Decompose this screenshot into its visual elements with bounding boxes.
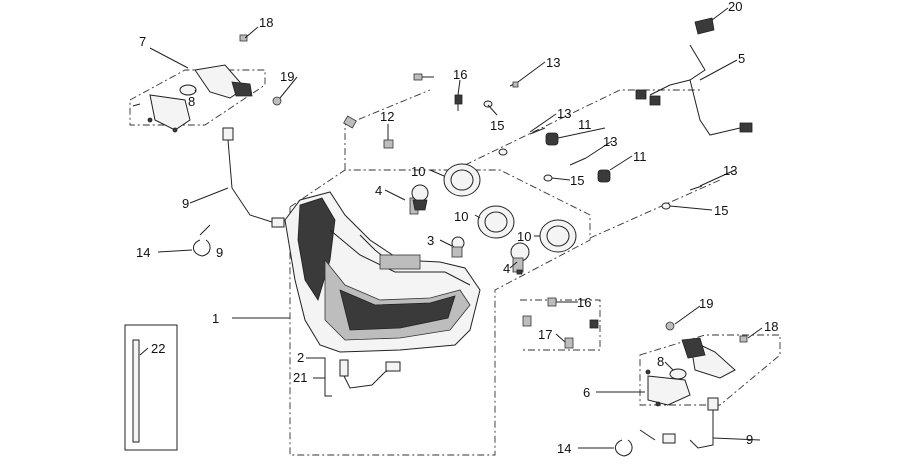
label-nut-right-signal: 19: [699, 296, 713, 311]
label-rod-box: 22: [151, 341, 165, 356]
headlight-assembly: [284, 191, 481, 353]
cable-right: [662, 397, 719, 449]
callout-numbers: 1 2 21 3 4 4 5 6 7 8 8 9 9 9 10 10 10 11…: [136, 0, 778, 456]
label-clamp-top: 20: [728, 0, 742, 14]
tie-left: [193, 224, 211, 257]
screw-right: [689, 185, 703, 191]
label-headlight-assembly: 1: [212, 311, 219, 326]
headlight-pigtail: [339, 359, 401, 389]
label-grommet-mid: 11: [633, 149, 647, 164]
assembly-outline-left-signal: [129, 69, 266, 126]
bolt-top: [413, 73, 463, 111]
washer-right: [661, 202, 671, 210]
label-screw-left-signal: 18: [259, 15, 273, 30]
tie-right: [615, 429, 656, 457]
rod-box: [124, 324, 178, 451]
washer-top: [483, 100, 508, 156]
bulb-left: [409, 184, 429, 215]
bulb-right: [510, 242, 530, 275]
cap-right: [539, 219, 577, 253]
grommet-mid: [597, 169, 611, 183]
label-cap-top: 10: [411, 164, 425, 179]
screw-mid2: [569, 157, 587, 166]
label-bolt-top: 16: [453, 67, 467, 82]
label-clip-bottom: 17: [538, 327, 552, 342]
label-lens-left: 8: [188, 94, 195, 109]
cable-left: [222, 127, 285, 228]
label-screw-right: 13: [723, 163, 737, 178]
label-bulb-right: 4: [503, 261, 510, 276]
label-washer-right: 15: [714, 203, 728, 218]
label-wiring-harness: 5: [738, 51, 745, 66]
label-tie-left: 14: [136, 245, 150, 260]
label-lens-right: 8: [657, 354, 664, 369]
label-screw-mid1: 13: [557, 106, 571, 121]
turn-signal-right: [645, 321, 748, 407]
clip-bottom: [522, 315, 574, 349]
label-turn-signal-left: 7: [139, 34, 146, 49]
label-screw-right-signal: 18: [764, 319, 778, 334]
label-nut-left-signal: 19: [280, 69, 294, 84]
label-clip-nut: 12: [380, 109, 394, 124]
label-cable-left-b: 9: [216, 245, 223, 260]
label-screw-top: 13: [546, 55, 560, 70]
label-bulb-left: 4: [375, 183, 382, 198]
label-turn-signal-right: 6: [583, 385, 590, 400]
assembly-outline-right-signal: [639, 334, 781, 406]
label-screw-mid2: 13: [603, 134, 617, 149]
label-cable-left: 9: [182, 196, 189, 211]
label-washer-top: 15: [490, 118, 504, 133]
label-bolt-bottom: 16: [577, 295, 591, 310]
turn-signal-left: [132, 34, 282, 133]
label-connector-lower: 21: [293, 370, 307, 385]
assembly-outline-headlight: [289, 89, 721, 456]
label-grommet-top: 11: [578, 117, 592, 132]
label-bulb-center: 3: [427, 233, 434, 248]
cap-mid: [477, 205, 515, 239]
screw-mid1: [529, 127, 546, 135]
wiring-harness: [635, 17, 753, 136]
cap-top: [443, 163, 481, 197]
label-cable-right: 9: [746, 432, 753, 447]
label-cap-mid: 10: [454, 209, 468, 224]
label-tie-right: 14: [557, 441, 571, 456]
label-connector-upper: 2: [297, 350, 304, 365]
screw-top: [509, 81, 519, 88]
grommet-top: [545, 132, 559, 146]
label-cap-right: 10: [517, 229, 531, 244]
bulb-center: [451, 236, 465, 258]
washer-mid: [543, 174, 553, 182]
leader-lines: [139, 7, 763, 449]
label-washer-mid: 15: [570, 173, 584, 188]
